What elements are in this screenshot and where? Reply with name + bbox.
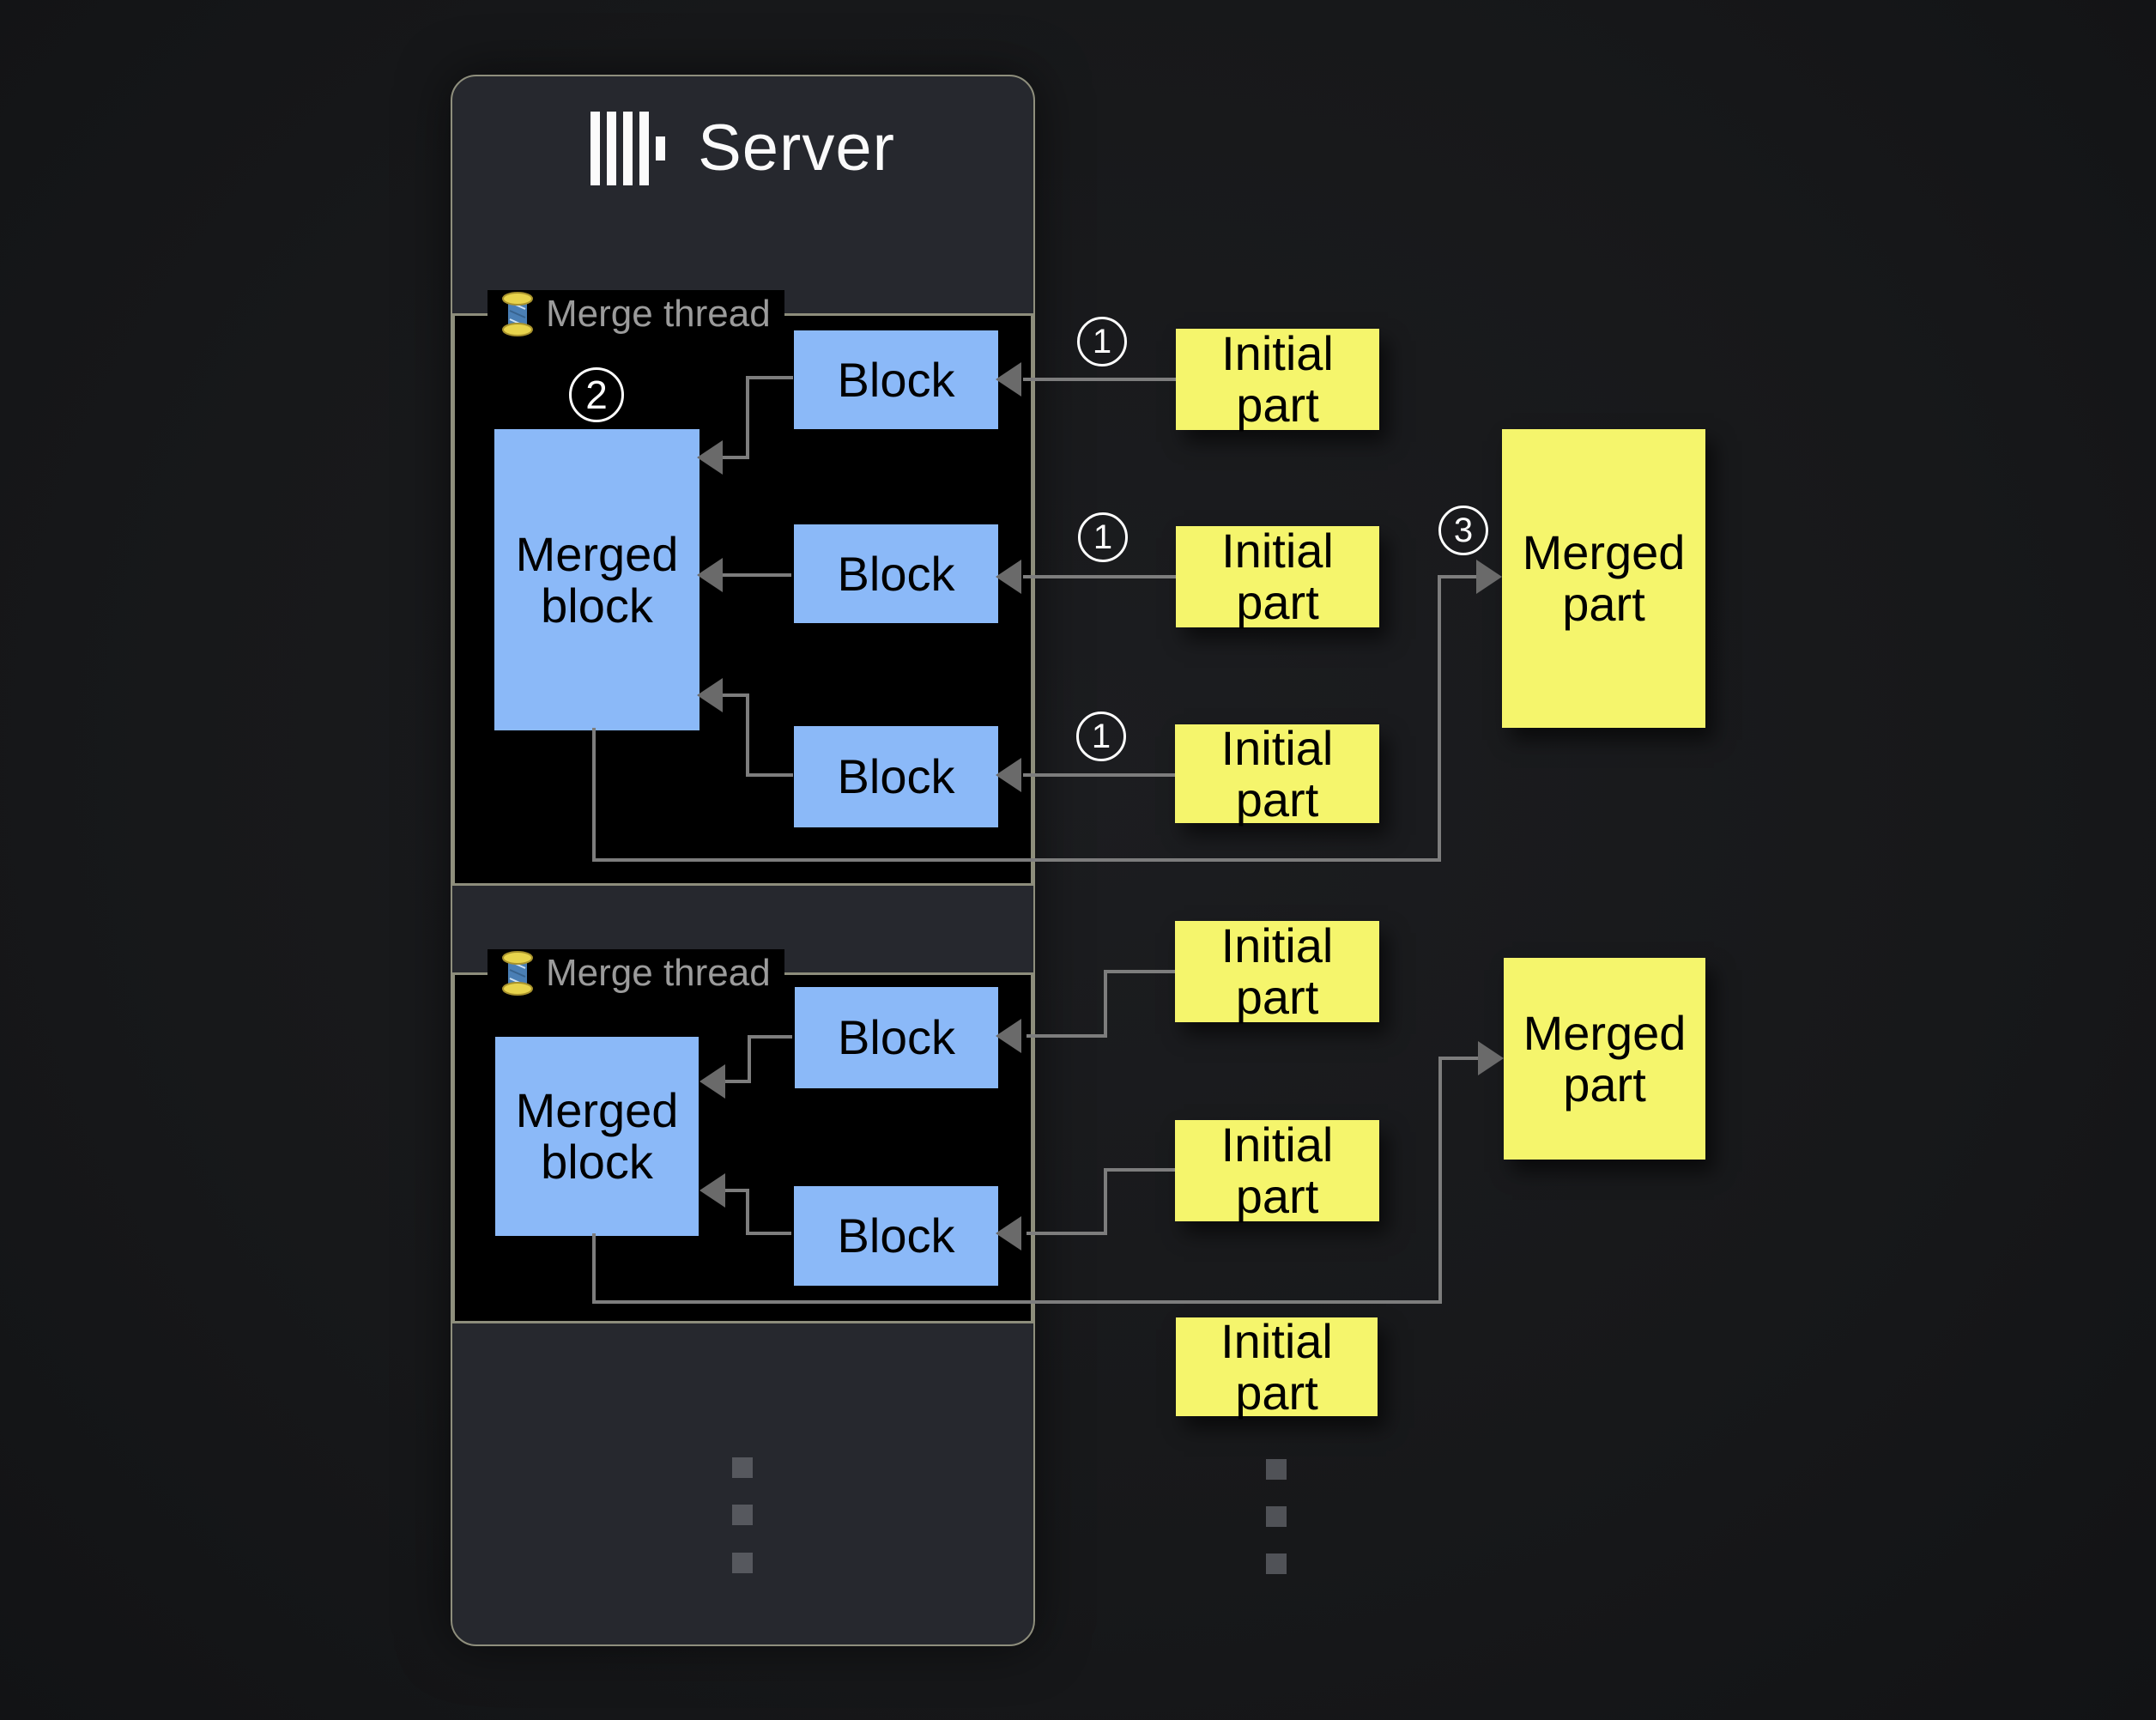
block-1: Block	[794, 330, 998, 429]
arrow-segment	[1023, 575, 1176, 578]
merged-part-1: Merged part	[1502, 429, 1705, 728]
ellipsis-dot	[1266, 1459, 1287, 1480]
server-title: Server	[698, 112, 895, 185]
arrowhead	[699, 1173, 725, 1208]
arrow-segment	[592, 728, 596, 862]
initial-part-3: Initial part	[1175, 722, 1379, 825]
arrowhead	[1478, 1041, 1504, 1075]
arrow-segment	[748, 376, 793, 379]
arrow-segment	[748, 1232, 791, 1235]
arrow-segment	[1105, 970, 1175, 973]
arrow-segment	[1023, 773, 1175, 777]
initial-part-2: Initial part	[1176, 525, 1379, 627]
arrow-segment	[1438, 575, 1476, 578]
thread-spool-icon	[502, 292, 533, 336]
arrow-segment	[1438, 575, 1441, 862]
arrow-segment	[723, 693, 749, 697]
merge-thread-label: Merge thread	[546, 293, 771, 335]
arrow-segment	[592, 1233, 596, 1304]
arrow-segment	[592, 858, 1441, 862]
block-3: Block	[794, 726, 998, 827]
arrow-segment	[1027, 1034, 1105, 1038]
arrow-segment	[592, 1300, 1442, 1304]
merge-thread-label: Merge thread	[546, 952, 771, 994]
arrowhead	[697, 558, 723, 592]
step-1-badge: 1	[1078, 512, 1128, 562]
step-1-badge: 1	[1077, 317, 1127, 366]
clickhouse-logo-icon	[590, 111, 666, 185]
ellipsis-dot	[732, 1553, 753, 1573]
arrow-segment	[746, 1189, 749, 1235]
ellipsis-dot	[732, 1505, 753, 1525]
arrowhead	[996, 1019, 1021, 1053]
arrowhead	[697, 678, 723, 712]
merge-thread-2-legend: Merge thread	[488, 949, 784, 997]
step-1-badge: 1	[1076, 712, 1126, 761]
arrowhead	[996, 362, 1021, 397]
arrow-segment	[749, 1035, 792, 1039]
merged-part-2: Merged part	[1504, 958, 1705, 1160]
arrow-segment	[1438, 1057, 1478, 1060]
arrow-segment	[723, 573, 791, 577]
merge-thread-2: Merge thread Merged block Block Block	[452, 949, 1033, 1323]
merge-thread-1-legend: Merge thread	[488, 290, 784, 338]
arrow-segment	[725, 1080, 749, 1083]
arrow-segment	[1105, 1168, 1175, 1172]
thread-spool-icon	[502, 951, 533, 996]
arrowhead	[697, 440, 723, 475]
ellipsis-dot	[1266, 1506, 1287, 1527]
arrow-segment	[723, 456, 749, 459]
arrowhead	[699, 1064, 725, 1099]
arrowhead	[1476, 560, 1502, 594]
arrowhead	[996, 560, 1021, 594]
merged-block-1: Merged block	[494, 429, 699, 730]
arrowhead	[996, 758, 1021, 792]
arrow-segment	[725, 1189, 748, 1192]
ellipsis-dot	[732, 1457, 753, 1478]
step-3-badge: 3	[1438, 506, 1488, 555]
merged-block-2: Merged block	[495, 1037, 699, 1236]
block-4: Block	[795, 987, 998, 1088]
arrow-segment	[748, 773, 793, 777]
server-header: Server	[452, 111, 1033, 185]
arrow-segment	[1104, 970, 1107, 1038]
arrowhead	[996, 1216, 1021, 1251]
block-5: Block	[794, 1186, 998, 1286]
arrow-segment	[1438, 1057, 1442, 1304]
merge-thread-1: Merge thread 2 Merged block Block Block …	[452, 290, 1033, 886]
initial-part-5: Initial part	[1175, 1119, 1379, 1221]
arrow-segment	[746, 693, 749, 777]
arrow-segment	[1027, 1232, 1105, 1235]
initial-part-6: Initial part	[1176, 1315, 1378, 1418]
arrow-segment	[1104, 1168, 1107, 1235]
initial-part-1: Initial part	[1176, 328, 1379, 430]
step-2-badge: 2	[569, 367, 624, 422]
arrow-segment	[746, 376, 749, 459]
ellipsis-dot	[1266, 1553, 1287, 1574]
arrow-segment	[1023, 378, 1176, 381]
arrow-segment	[748, 1035, 751, 1083]
block-2: Block	[794, 524, 998, 623]
initial-part-4: Initial part	[1175, 920, 1379, 1022]
